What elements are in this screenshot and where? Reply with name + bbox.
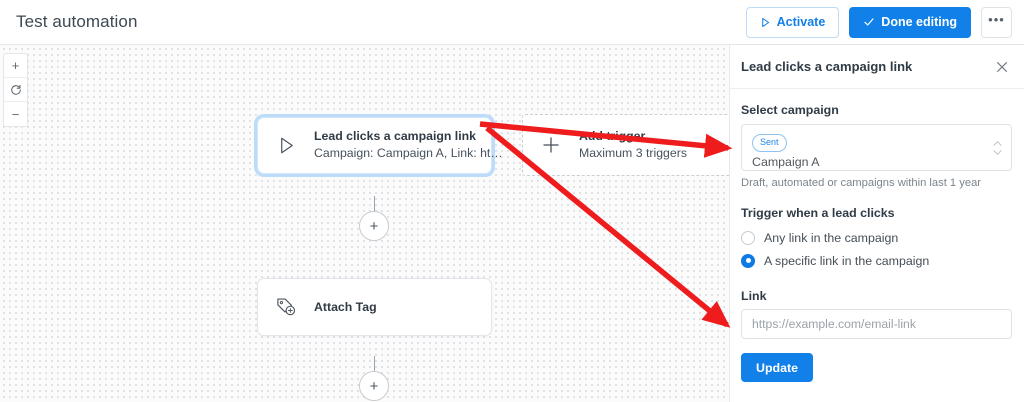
radio-any-link[interactable]: Any link in the campaign bbox=[741, 226, 1012, 249]
minus-icon: − bbox=[11, 106, 20, 122]
tag-plus-icon bbox=[258, 296, 314, 319]
top-bar: Test automation Activate Done editing bbox=[0, 0, 1024, 45]
play-triangle-icon bbox=[760, 17, 771, 28]
panel-title: Lead clicks a campaign link bbox=[741, 59, 913, 74]
status-badge: Sent bbox=[752, 134, 787, 152]
flow-node-attach-tag-text: Attach Tag bbox=[314, 300, 387, 315]
flow-node-title: Attach Tag bbox=[314, 299, 377, 314]
campaign-select-value: Campaign A bbox=[752, 154, 820, 169]
check-icon bbox=[863, 16, 875, 28]
flow-canvas[interactable]: + − bbox=[0, 45, 729, 402]
add-step-button[interactable]: + bbox=[359, 371, 389, 401]
add-step-button[interactable]: + bbox=[359, 211, 389, 241]
refresh-icon bbox=[10, 84, 22, 96]
flow-node-trigger-text: Lead clicks a campaign link Campaign: Ca… bbox=[314, 129, 514, 161]
activate-button-label: Activate bbox=[776, 14, 826, 29]
flow-node-trigger[interactable]: Lead clicks a campaign link Campaign: Ca… bbox=[257, 117, 504, 174]
done-editing-button[interactable]: Done editing bbox=[849, 6, 971, 38]
panel-body: Select campaign Sent Campaign A Draft, a… bbox=[730, 89, 1024, 382]
zoom-reset-button[interactable] bbox=[4, 78, 27, 102]
select-campaign-label: Select campaign bbox=[741, 103, 839, 117]
radio-icon[interactable] bbox=[741, 230, 755, 245]
trigger-settings-panel: Lead clicks a campaign link Select campa… bbox=[729, 45, 1024, 402]
radio-specific-link-label: A specific link in the campaign bbox=[764, 253, 930, 268]
link-input[interactable] bbox=[741, 309, 1012, 339]
flow-node-attach-tag[interactable]: Attach Tag bbox=[257, 278, 492, 336]
panel-header: Lead clicks a campaign link bbox=[730, 45, 1024, 89]
close-icon[interactable] bbox=[992, 57, 1012, 77]
trigger-when-label: Trigger when a lead clicks bbox=[741, 206, 895, 220]
flow-node-subtitle: Maximum 3 triggers bbox=[579, 145, 687, 160]
zoom-out-button[interactable]: − bbox=[4, 102, 27, 126]
page-title: Test automation bbox=[16, 12, 138, 31]
plus-icon bbox=[523, 135, 579, 155]
canvas-zoom-controls: + − bbox=[3, 53, 28, 127]
plus-icon: + bbox=[369, 217, 379, 235]
zoom-in-button[interactable]: + bbox=[4, 54, 27, 78]
more-options-button[interactable]: ••• bbox=[981, 6, 1012, 38]
activate-button[interactable]: Activate bbox=[745, 6, 840, 38]
flow-node-title: Lead clicks a campaign link bbox=[314, 129, 476, 144]
update-button[interactable]: Update bbox=[741, 353, 813, 382]
flow-node-title: Add trigger bbox=[579, 128, 646, 143]
radio-any-link-label: Any link in the campaign bbox=[764, 230, 899, 245]
link-label: Link bbox=[741, 289, 767, 303]
top-bar-actions: Activate Done editing ••• bbox=[745, 6, 1012, 38]
play-triangle-icon bbox=[258, 135, 314, 156]
flow-node-add-trigger-text: Add trigger Maximum 3 triggers bbox=[579, 129, 697, 161]
flow-node-subtitle: Campaign: Campaign A, Link: https:... bbox=[314, 146, 504, 161]
radio-specific-link[interactable]: A specific link in the campaign bbox=[741, 249, 1012, 272]
ellipsis-icon: ••• bbox=[988, 11, 1005, 27]
plus-icon: + bbox=[369, 377, 379, 395]
campaign-select-hint: Draft, automated or campaigns within las… bbox=[741, 177, 982, 189]
campaign-select[interactable]: Sent Campaign A bbox=[741, 124, 1012, 171]
flow-node-add-trigger[interactable]: Add trigger Maximum 3 triggers bbox=[522, 114, 729, 176]
radio-icon-selected[interactable] bbox=[741, 253, 755, 268]
plus-icon: + bbox=[11, 58, 20, 73]
chevron-updown-icon[interactable] bbox=[993, 140, 1002, 155]
done-editing-button-label: Done editing bbox=[881, 14, 957, 29]
